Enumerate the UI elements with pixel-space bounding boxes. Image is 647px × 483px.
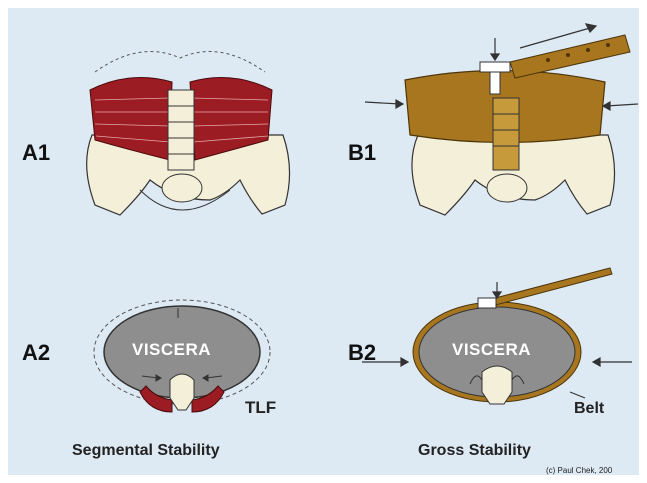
label-b2: B2 — [348, 340, 376, 366]
b2-viscera-section — [362, 268, 632, 404]
viscera-label-right: VISCERA — [452, 340, 531, 360]
viscera-label-left: VISCERA — [132, 340, 211, 360]
label-b1: B1 — [348, 140, 376, 166]
caption-segmental-stability: Segmental Stability — [72, 442, 220, 460]
belt-label: Belt — [574, 400, 604, 418]
b1-belt-illustration — [365, 24, 638, 215]
caption-gross-stability: Gross Stability — [418, 442, 531, 460]
label-a1: A1 — [22, 140, 50, 166]
a1-segmental-muscles-illustration — [87, 52, 290, 215]
copyright-notice: (c) Paul Chek, 200 — [546, 466, 612, 475]
label-a2: A2 — [22, 340, 50, 366]
tlf-label: TLF — [245, 398, 276, 418]
